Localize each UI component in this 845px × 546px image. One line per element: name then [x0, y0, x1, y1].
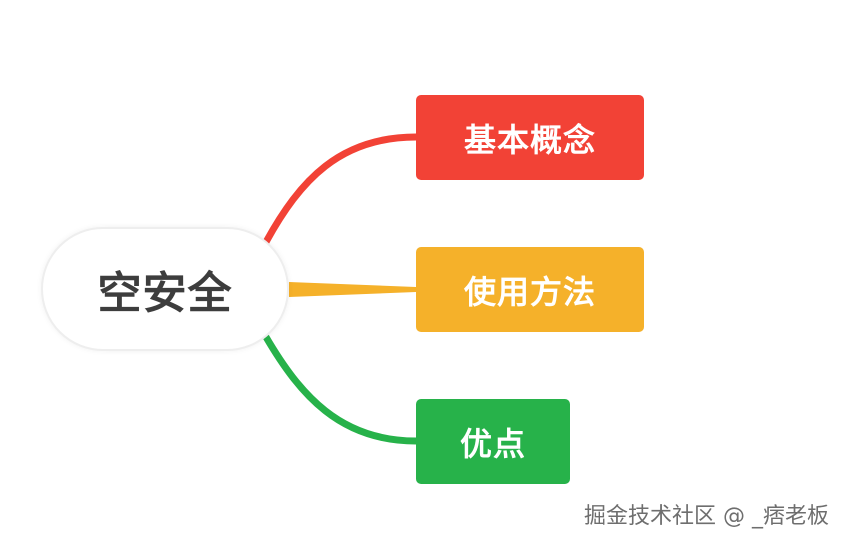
branch-node-label: 基本概念 [463, 120, 596, 159]
branch-node-label: 优点 [459, 424, 526, 463]
link-branch-2 [289, 282, 416, 297]
root-node[interactable]: 空安全 [41, 227, 289, 351]
branch-node-advantages[interactable]: 优点 [416, 399, 570, 484]
link-branch-1 [262, 133, 420, 246]
branch-node-label: 使用方法 [463, 272, 596, 311]
root-node-label: 空安全 [97, 268, 233, 319]
branch-node-usage[interactable]: 使用方法 [416, 247, 644, 332]
branch-node-basic-concepts[interactable]: 基本概念 [416, 95, 644, 180]
link-branch-3 [262, 333, 420, 445]
watermark-text: 掘金技术社区 @ _痞老板 [584, 504, 829, 529]
